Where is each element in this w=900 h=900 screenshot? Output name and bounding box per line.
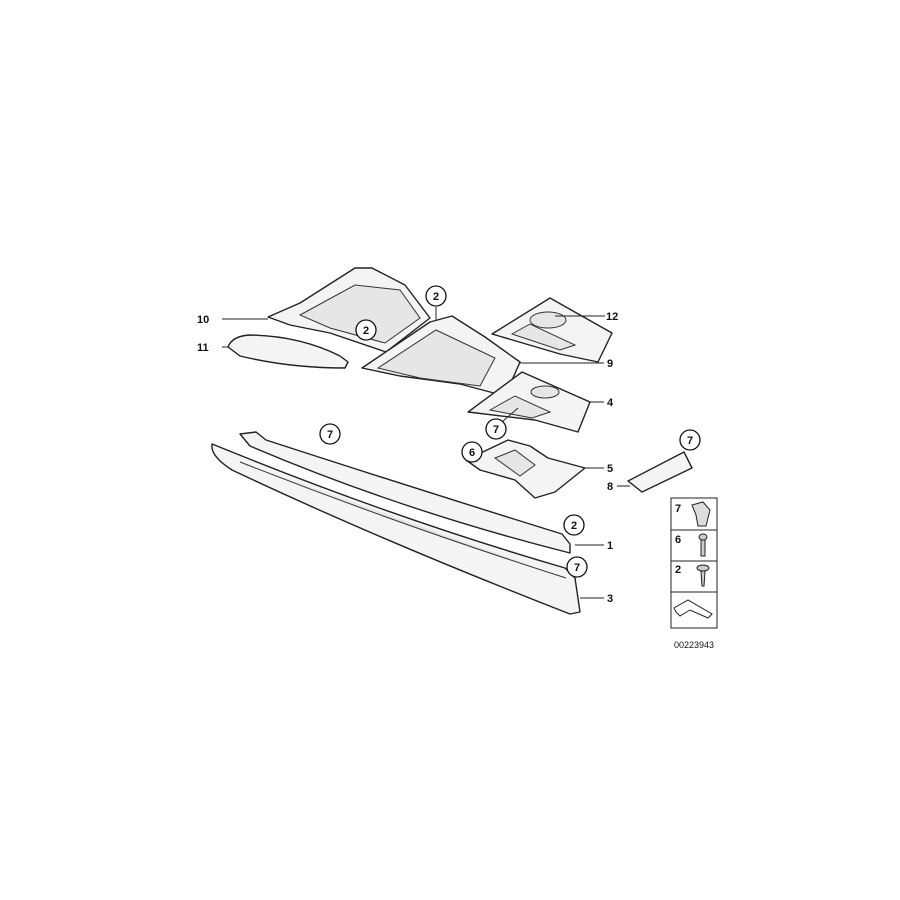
callout-2-top[interactable]: 2 (425, 285, 447, 307)
label-part-5[interactable]: 5 (607, 463, 613, 475)
label-part-8[interactable]: 8 (607, 481, 613, 493)
part-1-trim-strip (239, 431, 571, 554)
part-8-trim-strip (627, 451, 693, 493)
screw-icon (696, 564, 710, 587)
label-part-11[interactable]: 11 (197, 342, 209, 354)
callout-7-bottom[interactable]: 7 (566, 556, 588, 578)
label-part-1[interactable]: 1 (607, 540, 613, 552)
callout-text: 2 (433, 291, 439, 303)
diagram-code: 00223943 (674, 640, 714, 650)
label-part-4[interactable]: 4 (607, 397, 614, 409)
part-9-frame (361, 315, 521, 397)
part-3-trim-strip (211, 443, 581, 615)
callout-text: 7 (687, 435, 693, 447)
label-part-10[interactable]: 10 (197, 314, 209, 326)
legend-number-6[interactable]: 6 (675, 534, 681, 546)
label-part-3[interactable]: 3 (607, 593, 613, 605)
part-4-trim-cover (467, 371, 591, 433)
callout-2-panel[interactable]: 2 (355, 319, 377, 341)
part-12-trim-cover (491, 297, 613, 363)
legend-number-2[interactable]: 2 (675, 564, 681, 576)
label-part-9[interactable]: 9 (607, 358, 613, 370)
legend-number-7[interactable]: 7 (675, 503, 681, 515)
label-part-12[interactable]: 12 (606, 311, 618, 323)
callout-7-trim[interactable]: 7 (319, 423, 341, 445)
callout-text: 2 (571, 520, 577, 532)
callout-7-strip[interactable]: 7 (679, 429, 701, 451)
callout-text: 2 (363, 325, 369, 337)
callout-6[interactable]: 6 (461, 441, 483, 463)
clip-icon (691, 501, 711, 527)
callout-text: 6 (469, 447, 475, 459)
fastener-legend: 7 6 2 (670, 497, 718, 629)
arrow-icon (673, 599, 713, 619)
callout-text: 7 (574, 562, 580, 574)
callout-text: 7 (327, 429, 333, 441)
part-11-cover (227, 334, 349, 369)
callout-2-bottom[interactable]: 2 (563, 514, 585, 536)
leader-lines (222, 307, 630, 599)
bolt-icon (698, 533, 708, 557)
part-5-bracket (465, 439, 586, 499)
part-10-trim-panel (267, 267, 431, 353)
callout-text: 7 (493, 424, 499, 436)
callout-7-cover[interactable]: 7 (485, 418, 507, 440)
